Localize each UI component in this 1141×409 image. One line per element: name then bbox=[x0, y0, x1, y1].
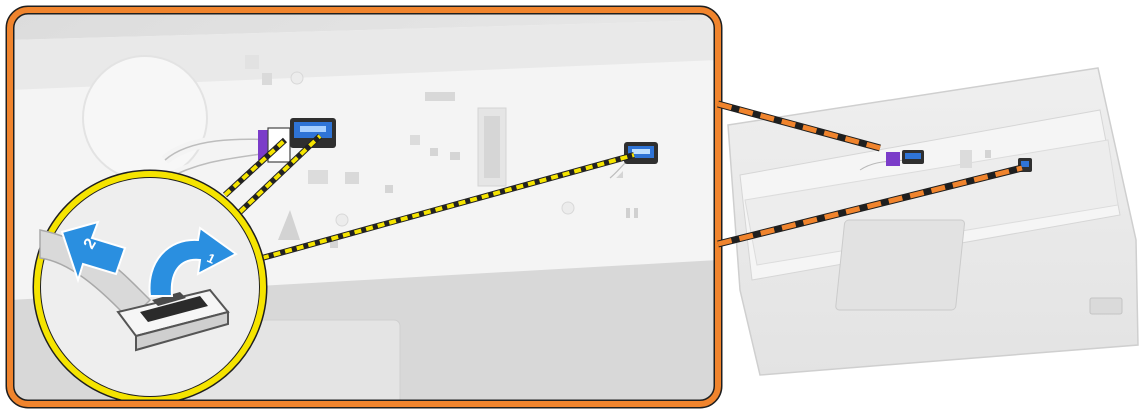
detail-callout-circle: 2 1 bbox=[37, 174, 263, 400]
cable-connector-right bbox=[624, 142, 658, 164]
round-pad bbox=[83, 56, 207, 180]
zoomed-palmrest-view: 2 1 bbox=[10, 10, 718, 409]
palmrest-overview bbox=[728, 68, 1138, 375]
touchpad-overview bbox=[835, 220, 964, 310]
